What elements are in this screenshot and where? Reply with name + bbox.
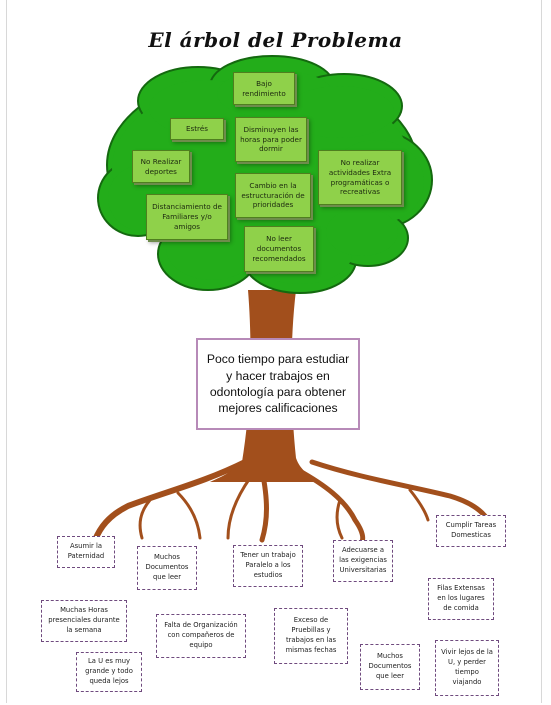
effect-label: Estrés [185,124,209,134]
cause-box: Tener un trabajo Paralelo a los estudios [233,545,303,587]
effect-box: No realizar actividades Extra programáti… [318,150,402,205]
effect-label: No leer documentos recomendados [252,234,306,263]
diagram-title: El árbol del Problema [148,28,403,52]
cause-box: La U es muy grande y todo queda lejos [76,652,142,692]
effect-label: No realizar actividades Extra programáti… [328,158,392,197]
effect-label: No Realizar deportes [140,156,182,176]
cause-label: Cumplir Tareas Domesticas [445,521,497,539]
effect-box: No Realizar deportes [132,150,190,183]
cause-box: Muchas Horas presenciales durante la sem… [41,600,127,642]
cause-box: Cumplir Tareas Domesticas [436,515,506,547]
cause-label: Muchos Documentos que leer [145,553,189,581]
cause-label: La U es muy grande y todo queda lejos [85,657,133,685]
cause-box: Exceso de Pruebillas y trabajos en las m… [274,608,348,664]
cause-label: Asumir la Paternidad [67,542,105,560]
cause-box: Asumir la Paternidad [57,536,115,568]
cause-box: Filas Extensas en los lugares de comida [428,578,494,620]
central-problem-box: Poco tiempo para estudiar y hacer trabaj… [196,338,360,430]
cause-label: Filas Extensas en los lugares de comida [437,584,485,612]
effect-box: No leer documentos recomendados [244,226,314,272]
cause-label: Falta de Organización con compañeros de … [164,621,238,649]
effect-label: Disminuyen las horas para poder dormir [240,124,302,154]
effect-label: Cambio en la estructuración de prioridad… [241,180,305,210]
cause-label: Muchas Horas presenciales durante la sem… [48,606,120,634]
cause-box: Falta de Organización con compañeros de … [156,614,246,658]
effect-label: Bajo rendimiento [242,78,286,98]
cause-box: Vivir lejos de la U, y perder tiempo via… [435,640,499,696]
effect-box: Estrés [170,118,224,140]
effect-box: Bajo rendimiento [233,72,295,105]
central-problem-text: Poco tiempo para estudiar y hacer trabaj… [206,352,350,416]
cause-box: Muchos Documentos que leer [360,644,420,690]
effect-label: Distanciamiento de Familiares y/o amigos [152,202,222,231]
cause-box: Muchos Documentos que leer [137,546,197,590]
effect-box: Disminuyen las horas para poder dormir [235,117,307,162]
effect-box: Cambio en la estructuración de prioridad… [235,173,311,218]
cause-label: Tener un trabajo Paralelo a los estudios [240,551,296,579]
cause-label: Vivir lejos de la U, y perder tiempo via… [441,648,493,686]
cause-label: Adecuarse a las exigencias Universitaria… [339,546,387,574]
tree-roots [92,459,488,545]
cause-label: Exceso de Pruebillas y trabajos en las m… [285,616,337,654]
cause-box: Adecuarse a las exigencias Universitaria… [333,540,393,582]
cause-label: Muchos Documentos que leer [368,652,412,680]
effect-box: Distanciamiento de Familiares y/o amigos [146,194,228,240]
